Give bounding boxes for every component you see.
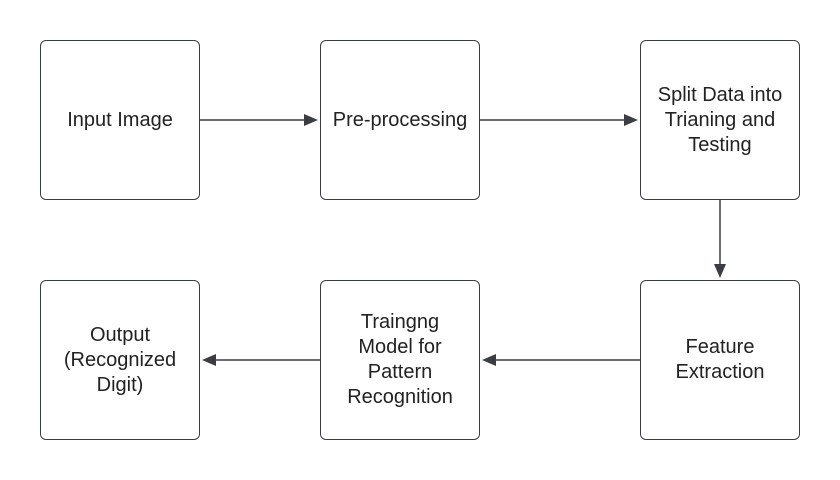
node-feature-extraction-label: Feature Extraction	[675, 336, 765, 383]
edge-input-to-preprocessing	[200, 114, 318, 126]
node-training-model: Traingng Model for Pattern Recognition	[320, 280, 480, 440]
edge-preprocessing-to-split	[480, 114, 638, 126]
node-split-data: Split Data into Trianing and Testing	[640, 40, 800, 200]
node-input-image-label: Input Image	[67, 108, 173, 131]
node-pre-processing: Pre-processing	[320, 40, 480, 200]
node-input-image: Input Image	[40, 40, 200, 200]
edge-training-to-output	[202, 354, 320, 366]
node-output: Output (Recognized Digit)	[40, 280, 200, 440]
edge-feature-to-training	[482, 354, 640, 366]
edge-split-to-feature	[714, 200, 726, 278]
node-split-data-label: Split Data into Trianing and Testing	[657, 83, 783, 156]
node-training-model-label: Traingng Model for Pattern Recognition	[347, 311, 453, 408]
node-pre-processing-label: Pre-processing	[332, 108, 468, 131]
node-output-label: Output (Recognized Digit)	[63, 323, 177, 396]
node-feature-extraction: Feature Extraction	[640, 280, 800, 440]
